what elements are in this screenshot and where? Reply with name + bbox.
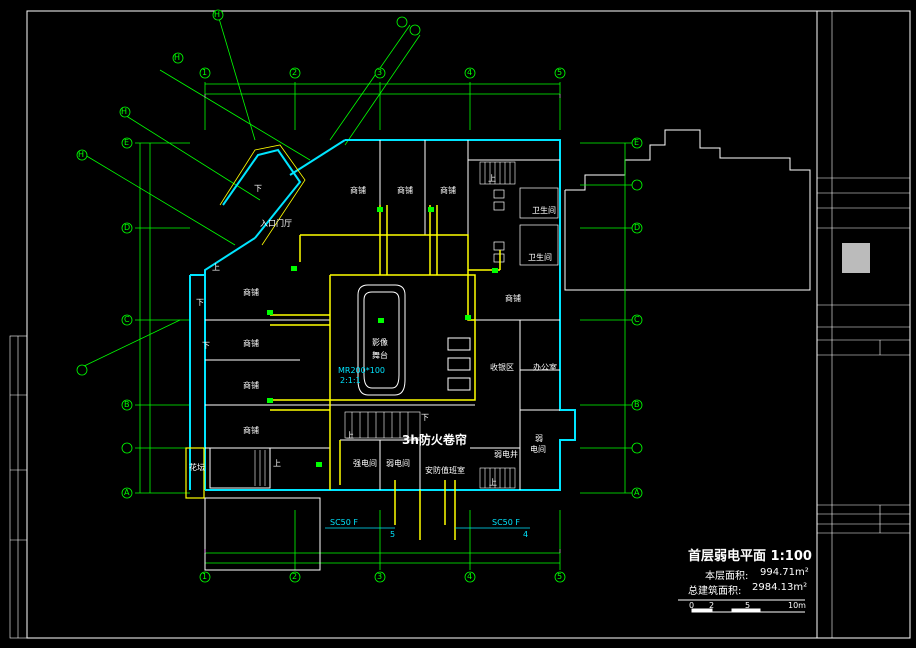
cable-routes	[270, 205, 501, 540]
room-stage-1: 影像	[372, 338, 388, 347]
axis-bottom-1: 1	[202, 572, 208, 581]
room-elec-1: 弱	[535, 434, 543, 443]
company-logo	[842, 243, 870, 273]
dim-markers	[204, 94, 561, 553]
axis-left-e: E	[124, 138, 130, 147]
room-shop-2: 商铺	[397, 186, 413, 195]
stair-up-1: 上	[488, 174, 496, 183]
axis-bottom-5: 5	[557, 572, 563, 581]
room-entrance: 入口门厅	[260, 219, 292, 228]
scale-tick-10: 10m	[788, 601, 806, 610]
axis-bubbles	[76, 9, 643, 583]
drawing-border	[26, 10, 911, 639]
axis-right-d: D	[634, 223, 641, 232]
title-block	[817, 177, 910, 534]
axis-top-5: 5	[557, 68, 563, 77]
room-office: 办公室	[533, 363, 557, 372]
axis-top-1: 1	[202, 68, 208, 77]
room-duct: 弱电井	[494, 450, 518, 459]
axis-right-a: A	[634, 488, 640, 497]
cable-right-num: 4	[523, 530, 529, 539]
room-shop-left-3: 商铺	[243, 381, 259, 390]
axis-left-d: D	[124, 223, 131, 232]
room-toilet-1: 卫生间	[532, 206, 556, 215]
axis-top-3: 3	[377, 68, 383, 77]
axis-top-4: 4	[467, 68, 473, 77]
flower-bed-outline	[185, 447, 205, 499]
axis-diag-1: H	[214, 10, 221, 19]
stair-down-2: 下	[202, 341, 210, 350]
axis-right-b: B	[634, 400, 640, 409]
axis-diag-3: H	[121, 107, 128, 116]
room-security: 安防值班室	[425, 466, 465, 475]
axis-diag-2: H	[174, 53, 181, 62]
room-shop-left-2: 商铺	[243, 339, 259, 348]
binding-strip	[9, 335, 28, 639]
entrance-outline	[219, 144, 306, 246]
axis-left-b: B	[124, 400, 130, 409]
room-shop-3: 商铺	[440, 186, 456, 195]
key-plan-outline	[564, 129, 811, 291]
axis-diag-4: H	[78, 150, 85, 159]
tray-label: MR200*100	[338, 366, 385, 375]
central-stage	[357, 284, 471, 396]
room-toilet-2: 卫生间	[528, 253, 552, 262]
exterior-walls	[189, 139, 576, 491]
total-area-value: 2984.13m²	[752, 582, 808, 593]
scale-tick-0: 0	[689, 601, 695, 610]
floor-area-label: 本层面积:	[705, 571, 749, 582]
stair-down-1: 下	[196, 298, 204, 307]
floor-area-value: 994.71m²	[760, 567, 809, 578]
room-shop-left-4: 商铺	[243, 426, 259, 435]
stair-up-3: 上	[346, 431, 354, 440]
devices	[267, 207, 498, 467]
axis-bottom-3: 3	[377, 572, 383, 581]
scale-bar	[678, 599, 805, 613]
room-shop-left-1: 商铺	[243, 288, 259, 297]
axis-right-e: E	[634, 138, 640, 147]
toilet-fixtures	[493, 187, 559, 266]
stair-up-4: 上	[273, 459, 281, 468]
stair-up-5: 上	[212, 263, 220, 272]
stair-down-4: 下	[421, 413, 429, 422]
cable-left-label: SC50 F	[330, 518, 358, 527]
fire-shutter-label: 3h防火卷帘	[402, 433, 467, 447]
drawing-title: 首层弱电平面 1:100	[688, 549, 812, 564]
axis-right-c: C	[634, 315, 640, 324]
scale-tick-5: 5	[745, 601, 751, 610]
room-cashier: 收银区	[490, 363, 514, 372]
stairs	[254, 161, 516, 489]
axis-top-2: 2	[292, 68, 298, 77]
cable-right-label: SC50 F	[492, 518, 520, 527]
room-shop-right: 商铺	[505, 294, 521, 303]
room-elec-2: 电间	[530, 445, 546, 454]
axis-grid	[79, 14, 640, 570]
axis-bottom-4: 4	[467, 572, 473, 581]
axis-left-a: A	[124, 488, 130, 497]
scale-tick-2: 2	[709, 601, 715, 610]
stair-down-3: 下	[254, 184, 262, 193]
cable-left-num: 5	[390, 530, 396, 539]
ratio-label: 2:1:1	[340, 376, 361, 385]
axis-bottom-2: 2	[292, 572, 298, 581]
stair-up-2: 上	[489, 478, 497, 487]
axis-left-c: C	[124, 315, 130, 324]
room-stage-2: 舞台	[372, 351, 388, 360]
room-weak-elec: 弱电间	[386, 459, 410, 468]
total-area-label: 总建筑面积:	[688, 586, 742, 597]
room-shop-1: 商铺	[350, 186, 366, 195]
room-flower: 花坛	[189, 463, 205, 472]
room-strong-elec: 强电间	[353, 459, 377, 468]
